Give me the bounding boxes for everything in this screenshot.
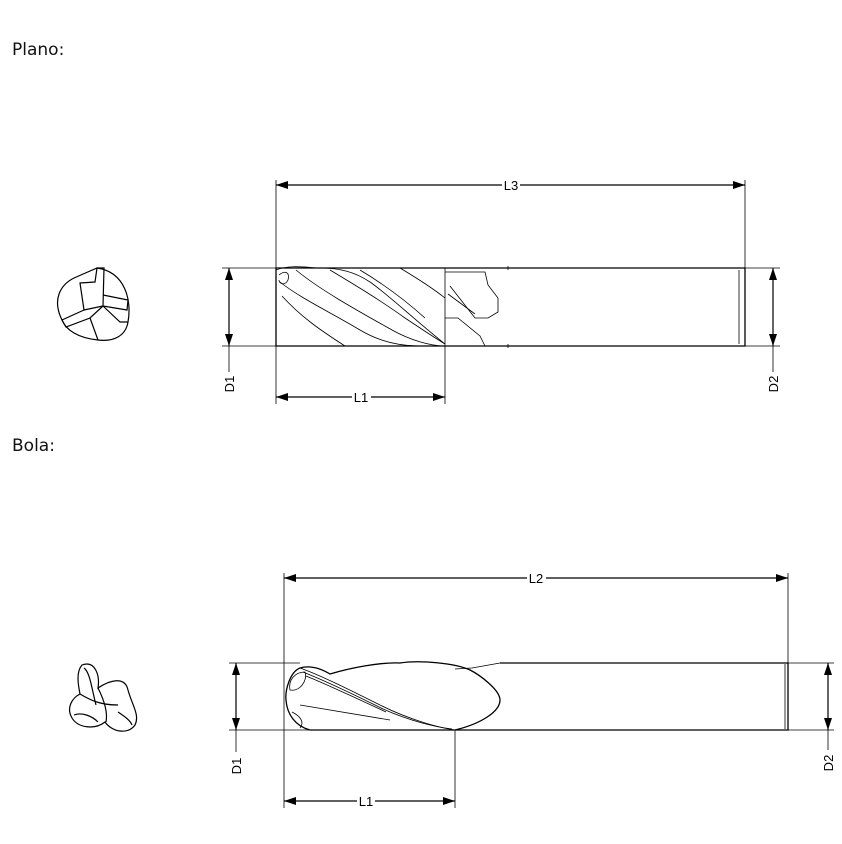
dimension-label-d2: D2 [821, 755, 836, 772]
dimension-label-d1: D1 [222, 376, 237, 393]
dimension-label-l3: L3 [504, 178, 518, 193]
section-title-plano: Plano: [12, 40, 65, 60]
dimension-label-d2: D2 [766, 376, 781, 393]
flute-lines [275, 266, 509, 348]
flat-end-mill-drawing: L3 L1 D1 D2 [57, 178, 781, 405]
flat-end-view-icon [57, 267, 130, 341]
ball-end-mill-drawing: L2 L1 D1 D2 [68, 571, 836, 809]
dimension-label-l2: L2 [529, 571, 543, 586]
ball-end-view-icon [68, 663, 138, 732]
dimension-label-l1: L1 [359, 794, 373, 809]
section-title-bola: Bola: [12, 436, 55, 456]
dimension-label-l1: L1 [354, 390, 368, 405]
dimension-label-d1: D1 [229, 758, 244, 775]
